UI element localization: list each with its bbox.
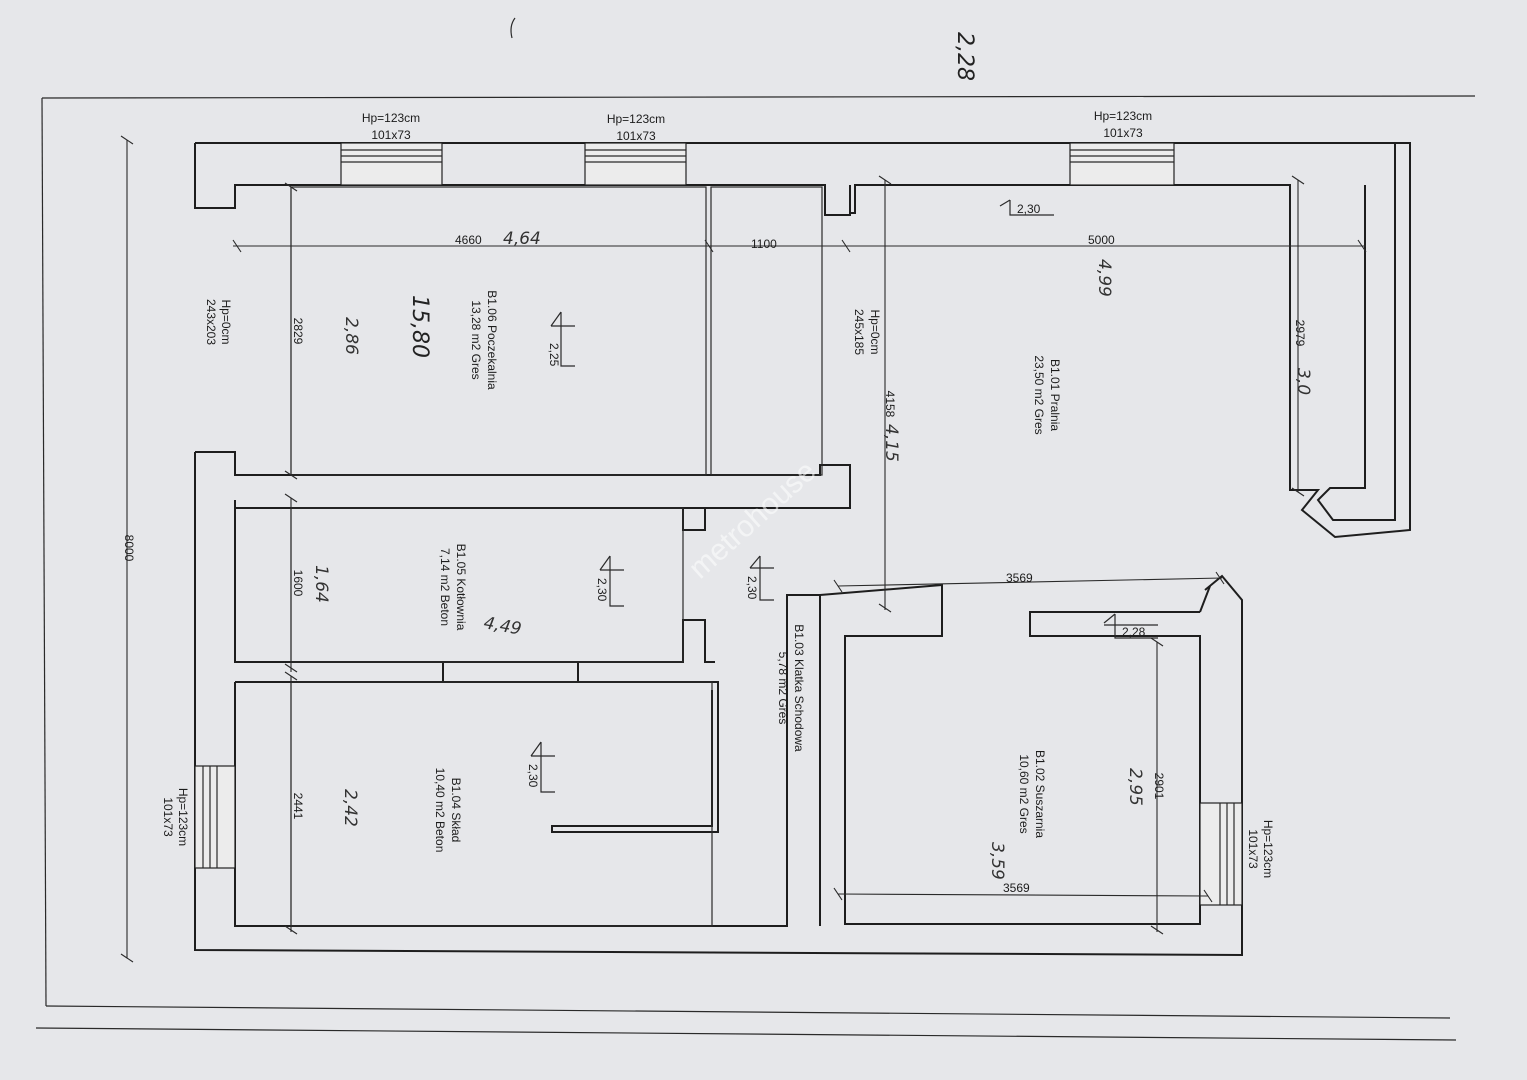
note-4-15: 4,15 xyxy=(881,424,901,462)
window-3-hp: Hp=123cm xyxy=(1094,109,1152,123)
note-4-64: 4,64 xyxy=(503,229,541,249)
inner-outlines xyxy=(290,186,823,927)
door-2-hp: Hp=0cm xyxy=(868,309,882,354)
note-1-64: 1,64 xyxy=(311,565,331,603)
pencil-mark xyxy=(510,17,516,39)
window-2-hp: Hp=123cm xyxy=(607,112,665,126)
note-2-42: 2,42 xyxy=(340,789,360,827)
dim-1600: 1600 xyxy=(291,570,305,597)
level-marker-b106 xyxy=(550,311,575,367)
note-15-80: 15,80 xyxy=(407,295,432,358)
window-4-hp: Hp=123cm xyxy=(176,788,190,846)
dim-1100: 1100 xyxy=(751,237,777,251)
window-top-1 xyxy=(340,142,443,186)
level-b106: 2,25 xyxy=(547,343,561,367)
note-4-99: 4,99 xyxy=(1094,259,1114,297)
dimension-lines xyxy=(120,135,1367,963)
window-right xyxy=(1199,802,1243,906)
door-2-size: 245x185 xyxy=(852,309,866,355)
window-2-size: 101x73 xyxy=(616,129,656,143)
level-b105: 2,30 xyxy=(595,578,609,602)
page-frame xyxy=(35,95,1476,1041)
corner-note: 2,28 xyxy=(952,32,977,81)
level-b101: 2,30 xyxy=(1017,202,1041,216)
level-marker-b103 xyxy=(749,555,774,601)
dim-4158: 4158 xyxy=(883,391,897,418)
dim-8000: 8000 xyxy=(122,535,136,562)
window-5-hp: Hp=123cm xyxy=(1261,820,1275,878)
dim-2441: 2441 xyxy=(291,793,305,820)
note-2-86: 2,86 xyxy=(341,317,361,355)
level-marker-b102 xyxy=(1103,613,1158,639)
dim-2979: 2979 xyxy=(1293,320,1307,347)
level-b102: 2,28 xyxy=(1122,625,1146,639)
level-marker-b101 xyxy=(999,199,1054,216)
room-b103-area: 5,78 m2 Gres xyxy=(776,652,790,725)
room-b103-name: B1.03 Klatka Schodowa xyxy=(792,624,806,752)
level-marker-b104 xyxy=(530,741,555,793)
note-3-59: 3,59 xyxy=(987,842,1007,880)
room-b105-name: B1.05 Kotłownia xyxy=(454,544,468,631)
room-b102-name: B1.02 Suszarnia xyxy=(1033,750,1047,838)
note-4-49: 4,49 xyxy=(482,613,523,639)
dim-2829: 2829 xyxy=(291,318,305,345)
room-b101-area: 23,50 m2 Gres xyxy=(1032,355,1046,434)
note-2-95: 2,95 xyxy=(1125,768,1145,806)
note-3-0: 3,0 xyxy=(1293,368,1313,395)
door-1-size: 243x203 xyxy=(204,299,218,345)
dim-2901: 2901 xyxy=(1152,773,1166,800)
room-b101-name: B1.01 Pralnia xyxy=(1048,359,1062,431)
level-b103: 2,30 xyxy=(745,576,759,600)
dim-5000: 5000 xyxy=(1088,233,1115,247)
room-b106-name: B1.06 Poczekalnia xyxy=(485,290,499,390)
window-4-size: 101x73 xyxy=(161,797,175,837)
room-b106-area: 13,28 m2 Gres xyxy=(469,300,483,379)
level-marker-b105 xyxy=(599,555,624,607)
window-top-2 xyxy=(584,142,687,186)
dim-3569-top: 3569 xyxy=(1006,571,1033,585)
room-b102-area: 10,60 m2 Gres xyxy=(1017,754,1031,833)
dim-4660: 4660 xyxy=(455,233,482,247)
level-b104: 2,30 xyxy=(526,764,540,788)
room-b104-name: B1.04 Skład xyxy=(449,778,463,843)
window-top-3 xyxy=(1069,142,1175,186)
room-b104-area: 10,40 m2 Beton xyxy=(433,768,447,853)
dim-3569-bottom: 3569 xyxy=(1003,881,1030,895)
window-1-size: 101x73 xyxy=(371,128,411,142)
window-1-hp: Hp=123cm xyxy=(362,111,420,125)
window-left xyxy=(194,765,236,869)
door-1-hp: Hp=0cm xyxy=(219,299,233,344)
window-3-size: 101x73 xyxy=(1103,126,1143,140)
room-b105-area: 7,14 m2 Beton xyxy=(438,548,452,626)
window-5-size: 101x73 xyxy=(1246,829,1260,869)
